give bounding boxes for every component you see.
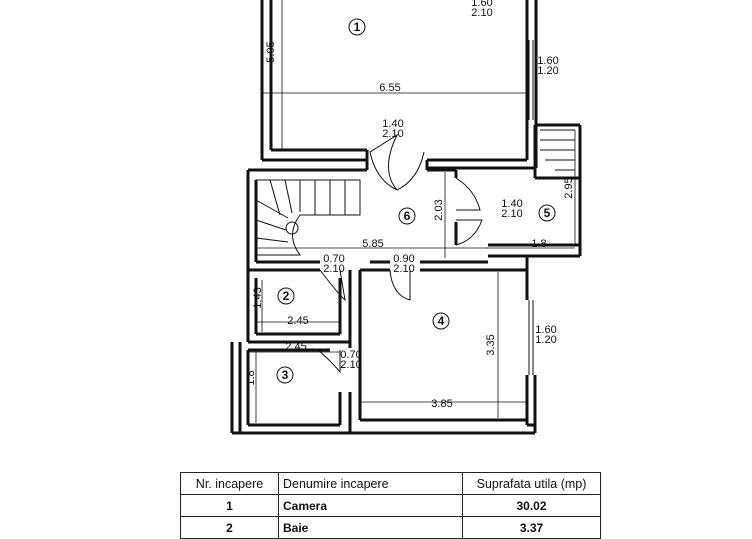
dim-door4-top: 0.90 xyxy=(393,253,414,265)
door-swings xyxy=(317,133,483,374)
cell-room-number: 1 xyxy=(180,494,279,517)
dim-hall-door-top: 1.40 xyxy=(382,118,403,130)
dim-door2-bot: 2.10 xyxy=(323,263,344,275)
dim-room4-width: 3.85 xyxy=(431,398,452,410)
dim-hall-door-bot: 2.10 xyxy=(382,128,403,140)
dim-room4-height: 3.35 xyxy=(485,334,497,355)
dim-room1-window2-top: 1.60 xyxy=(537,55,558,67)
dim-door3-top: 0.70 xyxy=(340,349,361,361)
room-number-2: 2 xyxy=(283,289,290,303)
dim-room4-window-bot: 1.20 xyxy=(535,334,556,346)
dim-room6-width: 5.85 xyxy=(362,238,383,250)
dim-room1-window-bot: 2.10 xyxy=(471,7,492,19)
cell-room-name: Camera xyxy=(278,494,463,517)
dim-door4-bot: 2.10 xyxy=(393,263,414,275)
dim-room4-window-top: 1.60 xyxy=(535,324,556,336)
header-room-name: Denumire incapere xyxy=(278,472,463,495)
dim-room5-height: 2.95 xyxy=(563,177,575,198)
dim-room5-door-bot: 2.10 xyxy=(501,208,522,220)
floor-plan: 1 2 3 4 5 6 6.55 5.05 1.60 2.10 1.60 1.2… xyxy=(230,0,582,435)
dim-room1-height: 5.05 xyxy=(265,41,277,62)
dimension-lines xyxy=(248,0,576,423)
table-row: 1 Camera 30.02 xyxy=(180,494,601,517)
dim-room2-height: 1.43 xyxy=(252,287,264,308)
cell-usable-area: 30.02 xyxy=(462,494,601,517)
room-numbers: 1 2 3 4 5 6 xyxy=(276,18,556,384)
room-number-5: 5 xyxy=(544,206,551,220)
cell-room-number: 2 xyxy=(180,516,279,539)
table-row: 2 Baie 3.37 xyxy=(180,516,601,539)
dim-room5-door-top: 1.40 xyxy=(501,198,522,210)
header-usable-area: Suprafata utila (mp) xyxy=(462,472,601,495)
windows xyxy=(528,40,534,375)
room-number-6: 6 xyxy=(404,209,411,223)
cell-room-name: Baie xyxy=(278,516,463,539)
dim-room3-height: 1.8 xyxy=(245,370,257,385)
dim-room1-window-top: 1.60 xyxy=(471,0,492,9)
dim-door3-bot: 2.10 xyxy=(340,359,361,371)
room-number-1: 1 xyxy=(354,20,361,34)
dim-room1-width: 6.55 xyxy=(379,82,400,94)
room-number-4: 4 xyxy=(438,314,445,328)
dim-room1-window2-bot: 1.20 xyxy=(537,65,558,77)
dim-room6-height: 2.03 xyxy=(433,199,445,220)
dim-room3-width: 2.45 xyxy=(285,341,306,353)
table-header-row: Nr. incapere Denumire incapere Suprafata… xyxy=(180,472,601,495)
room-number-3: 3 xyxy=(282,368,289,382)
staircase xyxy=(255,129,575,256)
cell-usable-area: 3.37 xyxy=(462,516,601,539)
dim-door2-top: 0.70 xyxy=(323,253,344,265)
dim-room2-width: 2.45 xyxy=(287,315,308,327)
room-area-table: Nr. incapere Denumire incapere Suprafata… xyxy=(180,472,601,539)
header-room-number: Nr. incapere xyxy=(180,472,279,495)
dim-room5-width: 1.8 xyxy=(531,238,546,250)
dimension-labels: 6.55 5.05 1.60 2.10 1.60 1.20 1.40 2.10 … xyxy=(245,0,575,410)
